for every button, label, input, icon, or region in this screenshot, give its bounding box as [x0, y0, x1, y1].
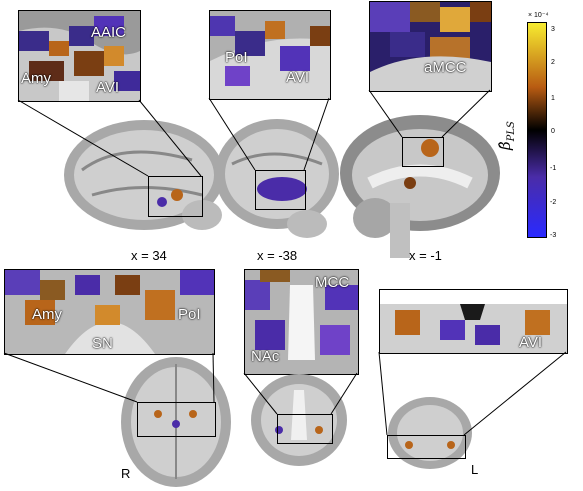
- zoom-poi-image: [210, 11, 330, 99]
- sagittal-brain-x34: [64, 120, 224, 230]
- label-avi-2: AVI: [286, 69, 310, 86]
- roi-box-coronal-1: [277, 414, 333, 444]
- label-avi: AVI: [96, 79, 120, 96]
- colorbar-tick-1: 1: [551, 95, 555, 102]
- coord-x34: x = 34: [131, 248, 167, 263]
- roi-box-x-1: [402, 137, 444, 167]
- roi-box-axial: [137, 402, 216, 437]
- zoom-panel-amcc: aMCC: [369, 1, 492, 92]
- zoom-aaic-image: [19, 11, 140, 101]
- zoom-amy-poi-image: [5, 270, 214, 354]
- label-sn: SN: [92, 335, 113, 352]
- label-nac: NAc: [251, 348, 280, 365]
- colorbar-tick-neg1: -1: [550, 165, 557, 172]
- label-amy: Amy: [21, 70, 51, 87]
- orientation-left: L: [471, 462, 479, 477]
- roi-box-x-38: [255, 170, 306, 210]
- colorbar-label-subscript: PLS: [506, 121, 517, 142]
- zoom-panel-mcc-nac: MCC NAc: [244, 269, 359, 375]
- colorbar-tick-neg2: -2: [550, 199, 557, 206]
- colorbar-tick-2: 2: [551, 59, 555, 66]
- zoom-avi-image: [380, 290, 567, 353]
- label-amy-2: Amy: [32, 306, 62, 323]
- label-poi: PoI: [225, 49, 248, 66]
- roi-box-x34: [148, 176, 203, 217]
- label-poi-2: PoI: [178, 306, 201, 323]
- zoom-panel-avi: AVI: [379, 289, 568, 354]
- colorbar-tick-0: 0: [551, 128, 555, 135]
- colorbar-exponent: × 10⁻⁴: [528, 12, 549, 19]
- sagittal-brain-x-1: [340, 115, 500, 258]
- coord-x-1: x = -1: [409, 248, 442, 263]
- label-aaic: AAIC: [91, 24, 127, 41]
- roi-box-coronal-2: [387, 435, 466, 459]
- axial-brain: [121, 357, 231, 487]
- orientation-right: R: [121, 466, 131, 481]
- coord-x-38: x = -38: [257, 248, 298, 263]
- zoom-panel-aaic: AAIC Amy AVI: [18, 10, 141, 102]
- label-avi-3: AVI: [519, 334, 543, 351]
- colorbar-label-symbol: β̂: [496, 141, 514, 150]
- zoom-panel-amy-poi: Amy PoI SN: [4, 269, 215, 355]
- colorbar-label: β̂PLS: [496, 60, 517, 150]
- zoom-mcc-nac-image: [245, 270, 358, 374]
- zoom-panel-poi: PoI AVI: [209, 10, 331, 100]
- label-amcc: aMCC: [424, 59, 467, 76]
- colorbar: [527, 22, 547, 238]
- colorbar-tick-3: 3: [551, 26, 555, 33]
- zoom-amcc-image: [370, 2, 491, 91]
- coronal-brain-2: [388, 397, 472, 469]
- colorbar-tick-neg3: -3: [550, 232, 557, 239]
- label-mcc: MCC: [315, 274, 350, 291]
